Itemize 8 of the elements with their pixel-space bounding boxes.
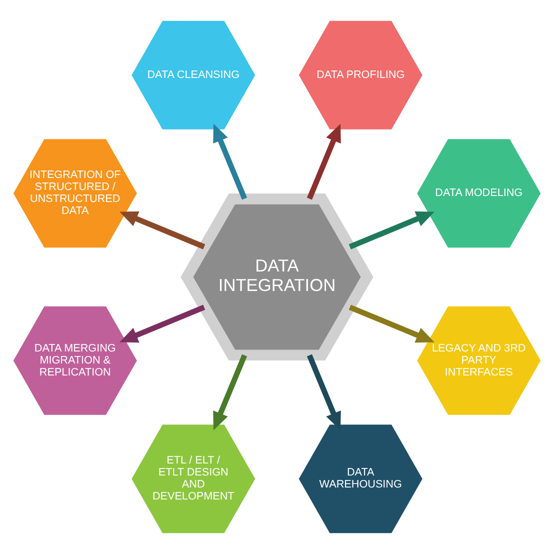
arrow [348,211,434,250]
arrow [120,211,206,250]
arrow [120,304,206,343]
arrow [213,124,248,200]
arrow [348,304,434,343]
arrow [213,354,248,430]
arrow [306,354,341,430]
arrow [306,124,341,200]
